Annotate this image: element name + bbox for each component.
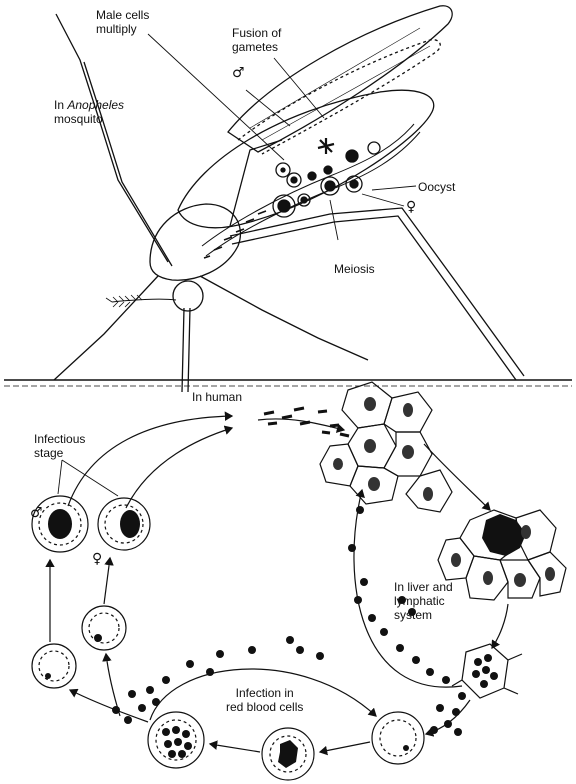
label-infectious-stage: Infectious stage <box>34 432 85 460</box>
sporozoites <box>264 408 349 436</box>
arrow-to-human <box>68 416 232 506</box>
liver-cells-upper <box>320 382 452 512</box>
mosquito-leg-front <box>56 14 168 262</box>
male-symbol-mosquito: ♂ <box>232 66 245 80</box>
mosquito-leg-back-left <box>54 276 158 380</box>
rbc-trophozoite <box>262 728 314 780</box>
mosquito-abdomen <box>178 90 434 228</box>
rbc-early-gametocyte <box>32 644 76 688</box>
label-in-human: In human <box>192 390 242 404</box>
label-in-anopheles-mosquito: In Anopheles mosquito <box>54 98 124 126</box>
label-oocyst: Oocyst <box>418 180 455 194</box>
mosquito-leg-mid <box>200 276 368 360</box>
human-cycle <box>32 382 566 780</box>
ground-line <box>4 380 572 386</box>
male-symbol-human: ♂ <box>30 506 43 520</box>
label-liver-lymphatic: In liver and lymphatic system <box>394 580 453 622</box>
mosquito-illustration <box>54 6 524 392</box>
rbc-schizont <box>148 712 204 768</box>
mosquito-head <box>173 281 203 311</box>
rbc-female-gametocyte <box>98 498 150 550</box>
female-symbol-mosquito: ♀ <box>406 200 416 214</box>
liver-cells-lower <box>438 510 566 600</box>
label-meiosis: Meiosis <box>334 262 375 276</box>
label-male-cells: Male cells multiply <box>96 8 149 36</box>
rbc-ring-stage <box>372 712 424 764</box>
label-infection-red-blood-cells: Infection in red blood cells <box>226 686 303 714</box>
mosquito-leg-hind <box>230 208 524 376</box>
label-fusion-of-gametes: Fusion of gametes <box>232 26 281 54</box>
female-symbol-human: ♀ <box>92 552 102 566</box>
rbc-developing-gametocyte <box>82 606 126 650</box>
ruptured-liver-cell <box>452 644 522 698</box>
